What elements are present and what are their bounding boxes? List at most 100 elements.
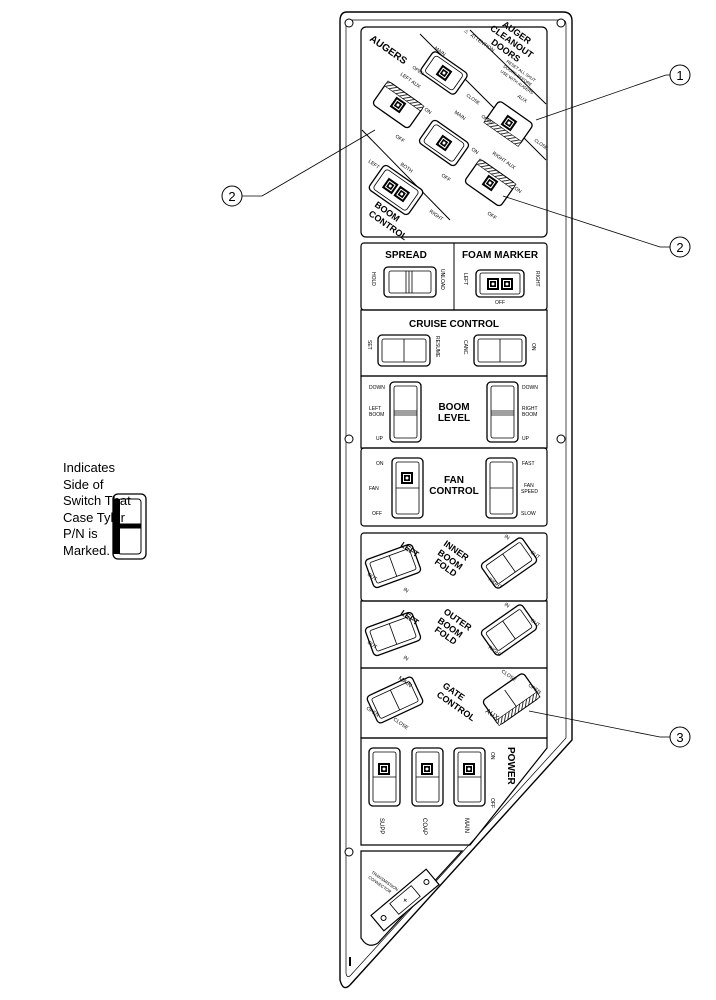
cruise-set-resume-switch[interactable] <box>377 334 431 367</box>
power-coap-switch[interactable] <box>411 747 444 807</box>
callout-1-number: 1 <box>676 68 683 83</box>
power-section <box>360 737 548 846</box>
outer-fold-in-right: IN <box>503 602 511 610</box>
cruise-on-canc-switch[interactable] <box>473 334 527 367</box>
connector-plus: + <box>401 895 411 905</box>
foam-marker-switch[interactable] <box>475 269 525 298</box>
callout-3: 3 <box>528 710 691 748</box>
power-main-switch[interactable] <box>453 747 486 807</box>
spread-unload-label: UNLOAD <box>439 269 445 290</box>
outer-fold-left-switch[interactable] <box>364 611 422 657</box>
left-aux-on-label: ON <box>423 107 433 116</box>
fan-speed-switch[interactable] <box>485 457 518 519</box>
transmission-connector[interactable]: + <box>370 868 440 932</box>
foam-off-label: OFF <box>495 300 505 306</box>
power-off-label: OFF <box>489 798 495 808</box>
mount-hole <box>556 434 566 444</box>
fan-section <box>360 447 548 527</box>
right-boom-label-1: RIGHT <box>522 406 538 412</box>
right-aux-on-label: ON <box>513 186 523 195</box>
lamp-icon <box>400 471 414 485</box>
right-up-label: UP <box>522 436 530 442</box>
legend-line: Side of <box>63 476 104 492</box>
power-title: POWER <box>505 747 516 786</box>
inner-fold-out-right: OUT <box>529 550 541 561</box>
cruise-title: CRUISE CONTROL <box>409 319 499 330</box>
callout-1: 1 <box>535 64 691 121</box>
outer-fold-out-left: OUT <box>366 640 378 651</box>
legend-line: Indicates <box>63 460 116 475</box>
supp-label: SUPP <box>378 818 384 834</box>
fan-slow-label: SLOW <box>521 511 536 517</box>
lamp-icon <box>377 762 391 776</box>
lamp-icon <box>420 762 434 776</box>
mount-hole <box>344 18 354 28</box>
lamp-icon <box>462 762 476 776</box>
power-on-label: ON <box>489 752 495 760</box>
cruise-set-label: SET <box>366 340 372 350</box>
fan-label: FAN <box>369 486 379 492</box>
boom-left-label: LEFT <box>367 159 380 171</box>
right-aux-off-label: OFF <box>486 211 498 222</box>
main-auger-switch[interactable] <box>418 119 470 167</box>
fan-speed-label-2: SPEED <box>521 489 538 495</box>
spread-switch[interactable] <box>383 266 437 298</box>
callout-2-right: 2 <box>502 195 691 258</box>
panel-outline <box>339 11 573 989</box>
left-up-label: UP <box>376 436 384 442</box>
boom-level-title-2: LEVEL <box>438 413 470 424</box>
connector-section <box>360 850 464 946</box>
foam-left-label: LEFT <box>462 273 468 285</box>
gate-aux-switch[interactable] <box>482 672 541 727</box>
outer-fold-right-switch[interactable] <box>480 603 538 656</box>
fan-title-1: FAN <box>444 475 464 486</box>
boom-control-switch[interactable] <box>368 164 425 216</box>
boom-level-title-1: BOOM <box>438 402 469 413</box>
callout-2-left: 2 <box>221 129 376 207</box>
fan-off-label: OFF <box>372 511 382 517</box>
left-aux-auger-switch[interactable] <box>372 80 425 129</box>
inner-fold-out-left: OUT <box>366 572 378 583</box>
spread-title: SPREAD <box>385 250 427 261</box>
legend-line: Case Tyler <box>63 509 125 525</box>
lamp-icon <box>500 277 514 291</box>
legend-line: Marked. <box>63 542 110 558</box>
cruise-resume-label: RESUME <box>434 336 440 358</box>
coap-label: COAP <box>421 818 427 835</box>
mount-hole <box>344 847 354 857</box>
left-down-label: DOWN <box>369 385 385 391</box>
fan-on-label: ON <box>376 461 384 467</box>
foam-right-label: RIGHT <box>534 271 540 287</box>
main-label: MAIN <box>463 818 469 833</box>
inner-fold-right-switch[interactable] <box>480 536 538 589</box>
right-boom-level-switch[interactable] <box>486 381 519 443</box>
left-boom-label-1: LEFT <box>369 406 381 412</box>
main-auger-on-label: ON <box>470 147 480 156</box>
augers-section <box>360 26 548 238</box>
spread-hold-label: HOLD <box>370 272 376 286</box>
right-boom-label-2: BOOM <box>522 412 537 418</box>
left-boom-level-switch[interactable] <box>389 381 422 443</box>
fan-title-2: CONTROL <box>429 486 478 497</box>
main-auger-off-label: OFF <box>440 173 452 184</box>
cleanout-open-label: OPEN <box>411 65 424 76</box>
foam-marker-title: FOAM MARKER <box>462 250 539 261</box>
inner-fold-in-left: IN <box>402 587 410 595</box>
callout-2-left-number: 2 <box>228 189 235 204</box>
power-supp-switch[interactable] <box>368 747 401 807</box>
inner-fold-left-switch[interactable] <box>364 543 422 589</box>
cruise-canc-label: CANC. <box>462 340 468 356</box>
cleanout-aux-switch[interactable] <box>483 100 534 147</box>
legend-line: P/N is <box>63 526 98 541</box>
aux-open-label: OPEN <box>480 114 493 125</box>
fan-speed-label-1: FAN <box>524 483 534 489</box>
mount-hole <box>556 18 566 28</box>
fan-switch[interactable] <box>391 457 424 519</box>
drawing-mark <box>349 957 351 966</box>
left-boom-label-2: BOOM <box>369 412 384 418</box>
right-down-label: DOWN <box>522 385 538 391</box>
right-aux-auger-switch[interactable] <box>464 158 517 207</box>
cleanout-main-switch[interactable] <box>419 50 468 95</box>
left-aux-off-label: OFF <box>394 134 406 145</box>
gate-main-switch[interactable] <box>366 676 424 724</box>
